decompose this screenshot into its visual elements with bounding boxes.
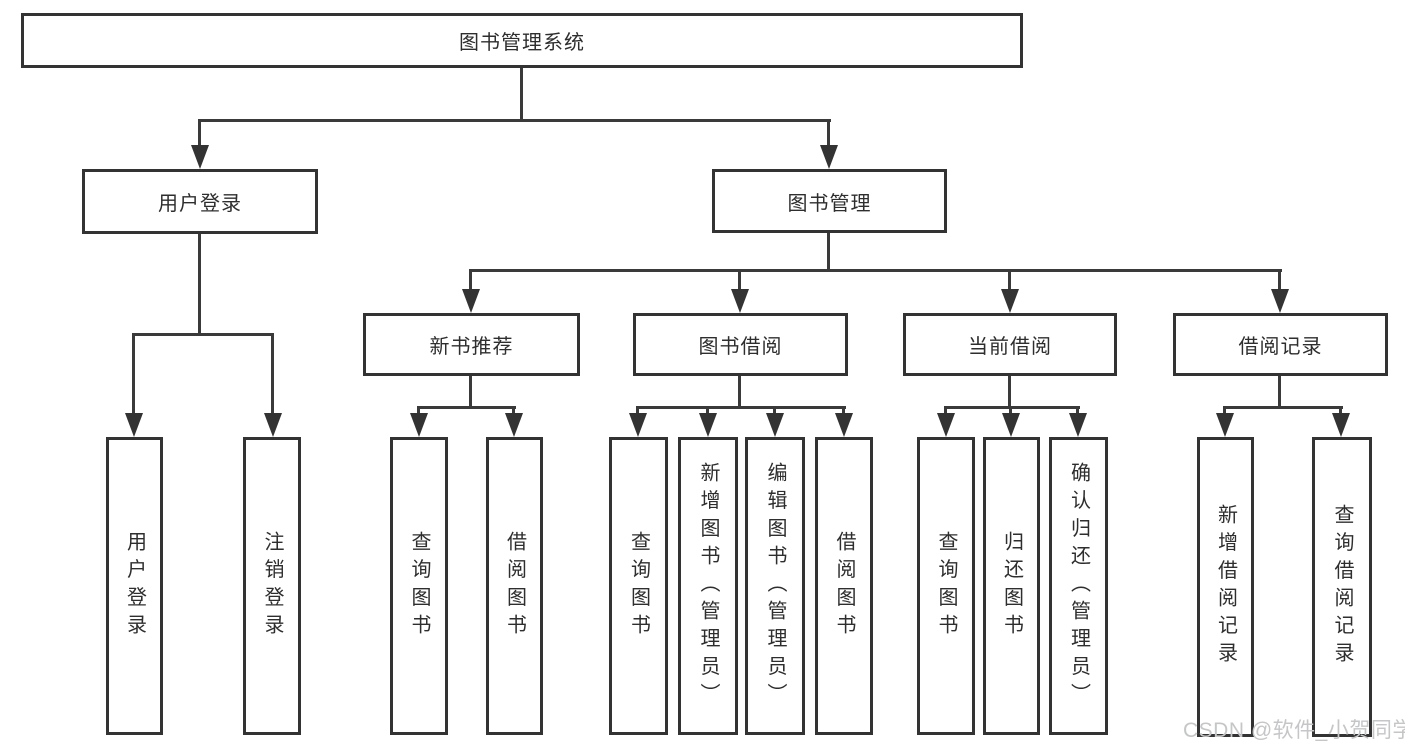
leaf-add-book-admin: 新增图书（管理员）: [678, 437, 738, 735]
leaf-query-book-recommend: 查询图书: [390, 437, 448, 735]
leaf-edit-book-admin: 编辑图书（管理员）: [745, 437, 805, 735]
connector-module-stub: [738, 269, 741, 291]
arrow-down-icon: [1216, 413, 1234, 437]
arrow-down-icon: [191, 145, 209, 169]
node-book-management-branch-label: 图书管理: [787, 192, 872, 215]
arrow-down-icon: [505, 413, 523, 437]
arrow-down-icon: [1069, 413, 1087, 437]
leaf-return-book-label: 归还图书: [1000, 530, 1023, 642]
leaf-add-book-admin-label: 新增图书（管理员）: [697, 461, 719, 711]
connector-leaf-stub: [512, 406, 515, 416]
connector-book-mgmt-drop: [827, 233, 830, 271]
arrow-down-icon: [1271, 289, 1289, 313]
leaf-logout: 注销登录: [243, 437, 301, 735]
leaf-query-book-borrow-label: 查询图书: [627, 530, 650, 642]
arrow-down-icon: [125, 413, 143, 437]
leaf-return-book: 归还图书: [983, 437, 1040, 735]
node-new-book-recommend: 新书推荐: [363, 313, 580, 376]
connector-drop: [469, 376, 472, 409]
node-current-borrow: 当前借阅: [903, 313, 1117, 376]
leaf-confirm-return-admin: 确认归还（管理员）: [1049, 437, 1108, 735]
connector-leaf-stub: [636, 406, 639, 416]
leaf-query-book-current: 查询图书: [917, 437, 975, 735]
arrow-down-icon: [410, 413, 428, 437]
connector-leaf-stub: [417, 406, 420, 416]
leaf-borrow-book-label: 借阅图书: [833, 530, 855, 642]
node-book-management-branch: 图书管理: [712, 169, 947, 233]
connector-module-stub: [1008, 269, 1011, 291]
leaf-confirm-return-admin-label: 确认归还（管理员）: [1067, 461, 1090, 711]
connector-bus: [944, 406, 1080, 409]
connector-level2-bus: [469, 269, 1282, 272]
connector-leaf-stub: [1339, 406, 1342, 416]
arrow-down-icon: [937, 413, 955, 437]
connector-bus: [417, 406, 516, 409]
node-book-borrow-label: 图书借阅: [698, 336, 783, 358]
connector-user-login-drop: [198, 234, 201, 336]
connector-root-drop: [520, 68, 523, 121]
arrow-down-icon: [1002, 413, 1020, 437]
connector-bus: [636, 406, 846, 409]
node-borrow-records: 借阅记录: [1173, 313, 1388, 376]
connector-leaf-stub: [1223, 406, 1226, 416]
connector-level1-bus: [198, 119, 831, 122]
leaf-user-login-label: 用户登录: [123, 530, 146, 642]
arrow-down-icon: [699, 413, 717, 437]
leaf-borrow-book-recommend-label: 借阅图书: [503, 530, 526, 642]
connector-leaf-stub: [132, 333, 135, 413]
arrow-down-icon: [629, 413, 647, 437]
arrow-down-icon: [731, 289, 749, 313]
connector-leaf-stub: [706, 406, 709, 416]
connector-leaf-stub: [271, 333, 274, 413]
connector-book-mgmt-stub: [827, 119, 830, 147]
leaf-logout-label: 注销登录: [261, 530, 283, 642]
leaf-borrow-book: 借阅图书: [815, 437, 873, 735]
connector-user-login-bus: [132, 333, 274, 336]
arrow-down-icon: [462, 289, 480, 313]
leaf-edit-book-admin-label: 编辑图书（管理员）: [764, 461, 786, 711]
leaf-query-book-recommend-label: 查询图书: [408, 530, 430, 642]
node-user-login-branch-label: 用户登录: [158, 193, 242, 215]
connector-drop: [1278, 376, 1281, 409]
leaf-borrow-book-recommend: 借阅图书: [486, 437, 543, 735]
arrow-down-icon: [264, 413, 282, 437]
connector-module-stub: [1278, 269, 1281, 291]
node-current-borrow-label: 当前借阅: [968, 336, 1052, 358]
connector-drop: [1008, 376, 1011, 409]
node-root: 图书管理系统: [21, 13, 1023, 68]
node-new-book-recommend-label: 新书推荐: [429, 336, 514, 358]
node-user-login-branch: 用户登录: [82, 169, 318, 234]
leaf-query-book-borrow: 查询图书: [609, 437, 668, 735]
connector-user-login-stub: [198, 119, 201, 147]
connector-drop: [738, 376, 741, 409]
connector-module-stub: [469, 269, 472, 291]
connector-leaf-stub: [842, 406, 845, 416]
arrow-down-icon: [766, 413, 784, 437]
leaf-query-borrow-record: 查询借阅记录: [1312, 437, 1372, 737]
node-root-label: 图书管理系统: [459, 32, 585, 54]
connector-leaf-stub: [773, 406, 776, 416]
arrow-down-icon: [835, 413, 853, 437]
leaf-user-login: 用户登录: [106, 437, 163, 735]
watermark: CSDN @软件_小贺同学: [1183, 719, 1405, 742]
arrow-down-icon: [820, 145, 838, 169]
arrow-down-icon: [1001, 289, 1019, 313]
leaf-query-book-current-label: 查询图书: [935, 530, 957, 642]
arrow-down-icon: [1332, 413, 1350, 437]
connector-leaf-stub: [944, 406, 947, 416]
leaf-add-borrow-record: 新增借阅记录: [1197, 437, 1254, 737]
connector-bus: [1223, 406, 1343, 409]
leaf-add-borrow-record-label: 新增借阅记录: [1214, 504, 1237, 670]
connector-leaf-stub: [1076, 406, 1079, 416]
leaf-query-borrow-record-label: 查询借阅记录: [1331, 504, 1353, 670]
node-borrow-records-label: 借阅记录: [1238, 336, 1323, 358]
node-book-borrow: 图书借阅: [633, 313, 848, 376]
connector-leaf-stub: [1009, 406, 1012, 416]
